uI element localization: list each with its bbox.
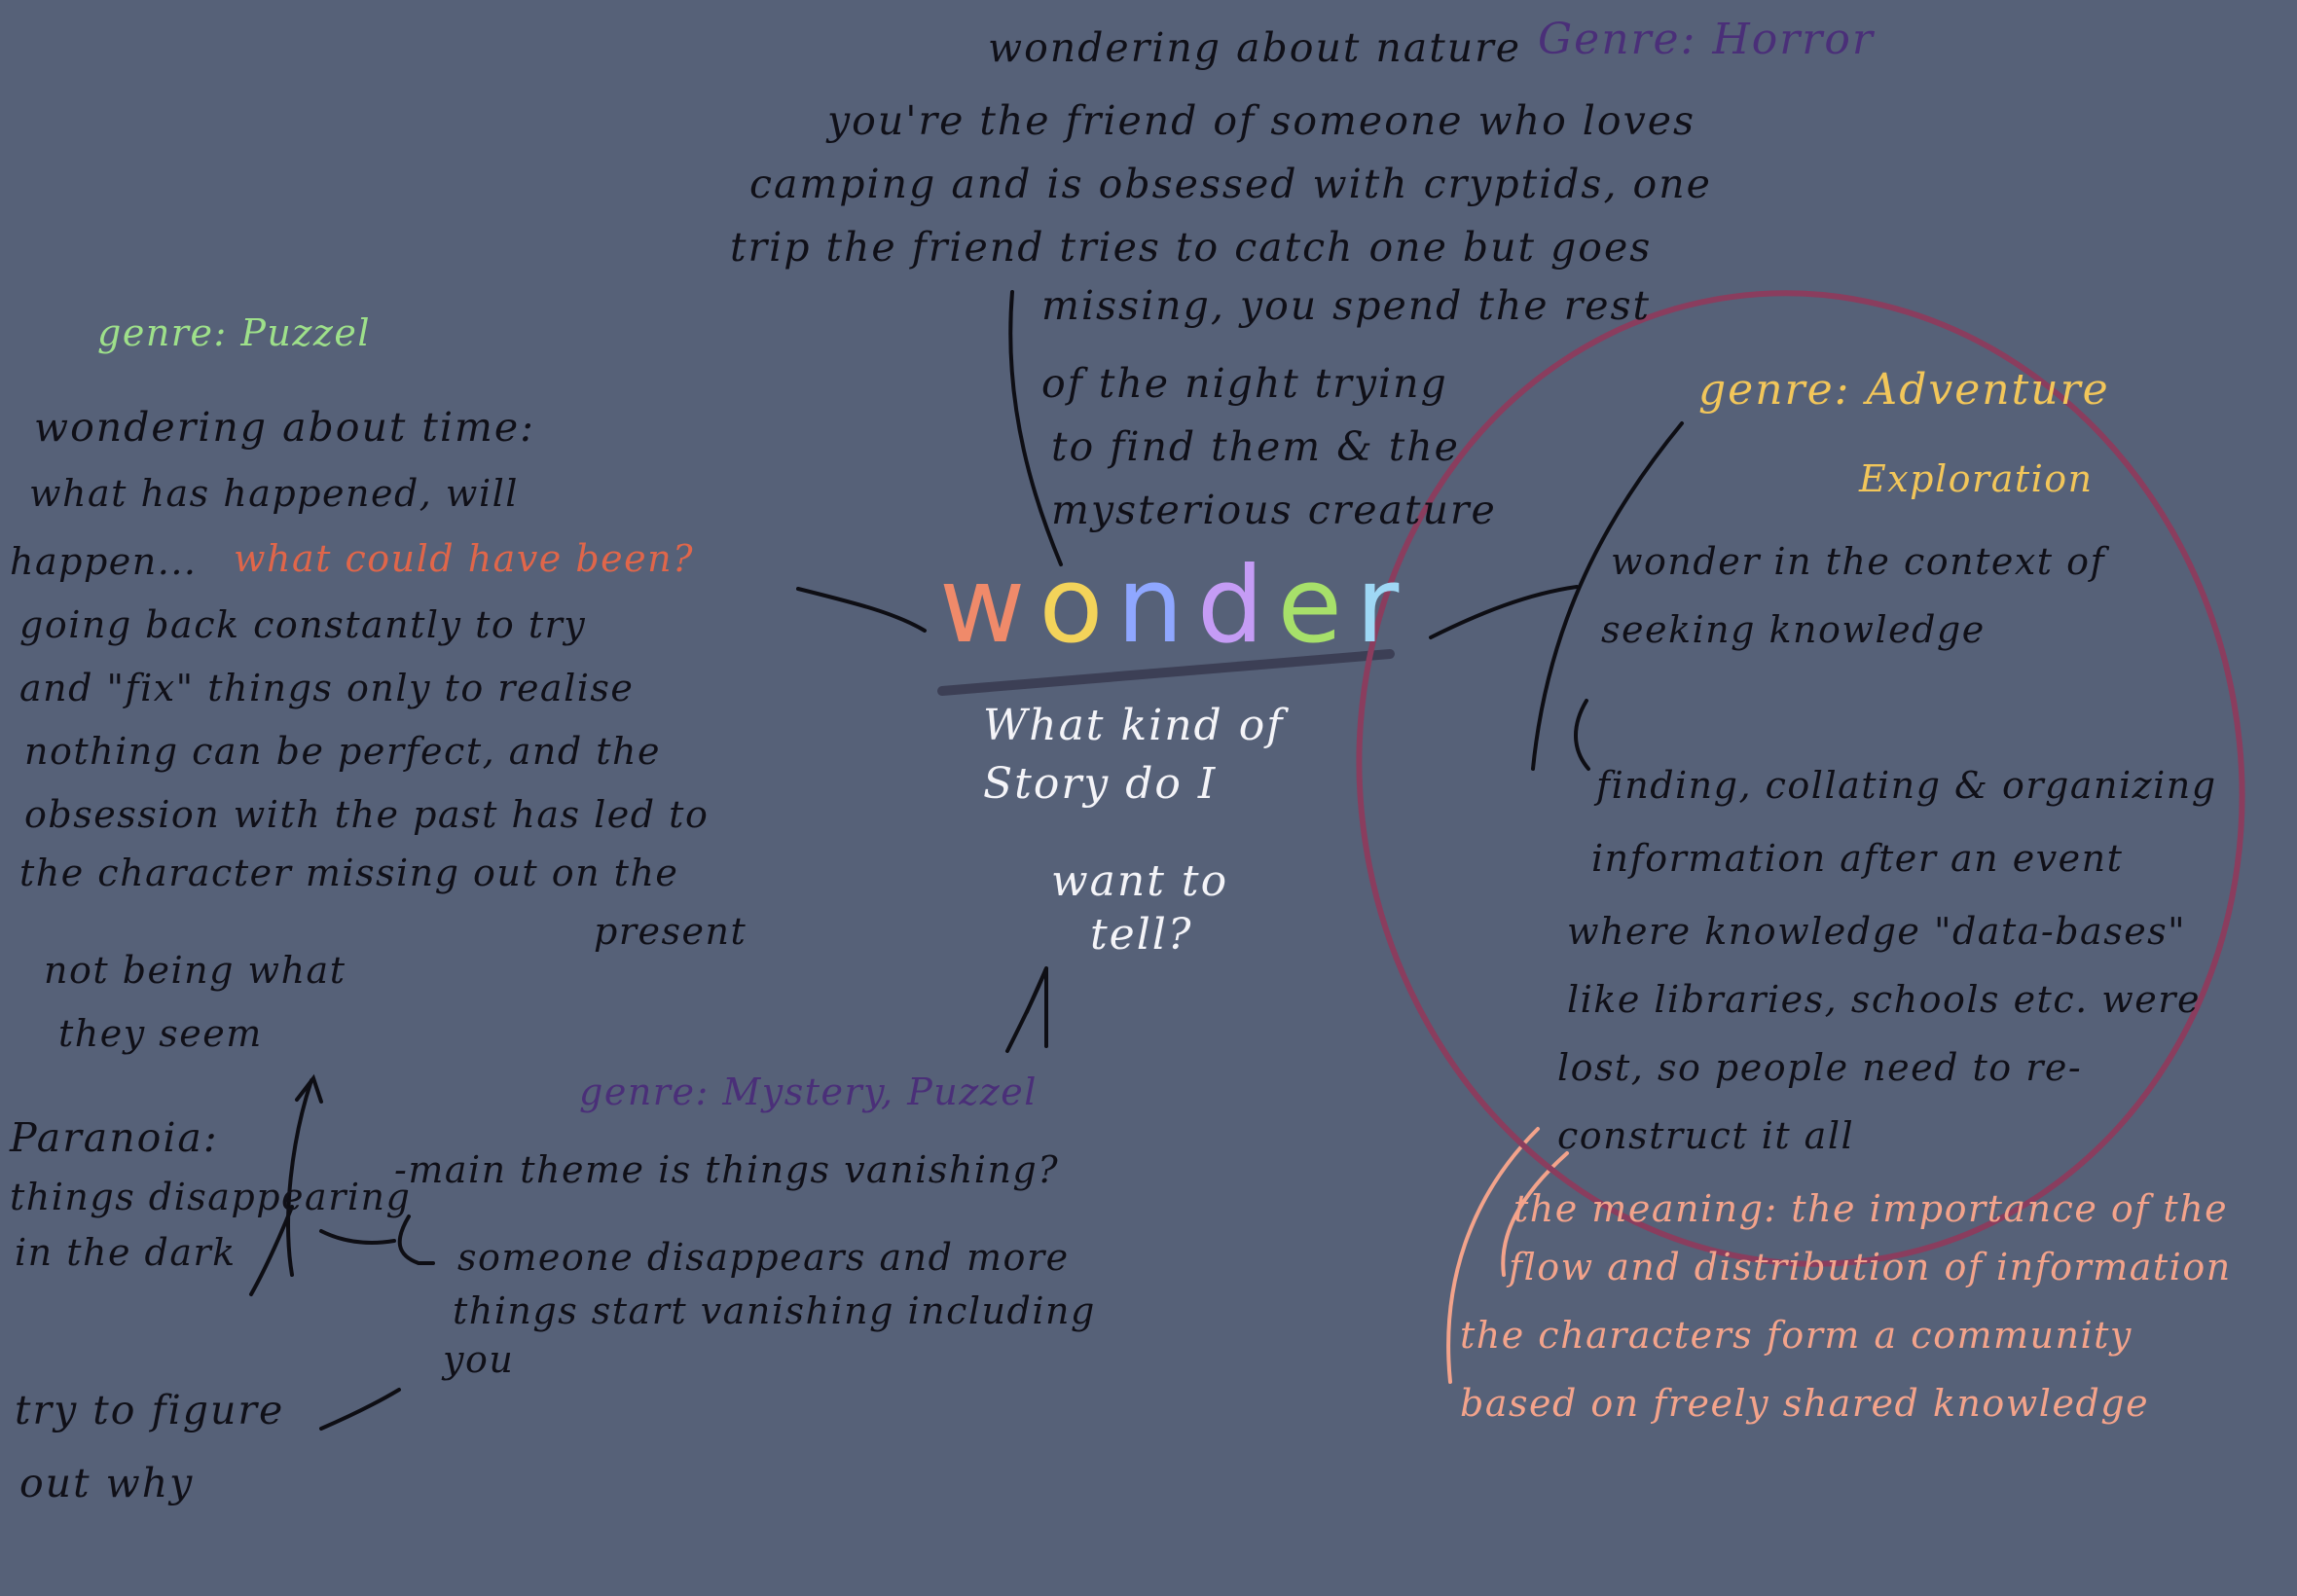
nature-line: you're the friend of someone who loves [827, 97, 1696, 144]
connector-paranoia-up [286, 1078, 313, 1277]
mystery-paranoia: Paranoia: [10, 1114, 219, 1161]
mystery-branch: genre: Mystery, Puzzel not being what th… [0, 934, 1168, 1577]
time-line: happen... [10, 540, 198, 583]
knowledge-meaning: flow and distribution of information [1509, 1246, 2232, 1288]
knowledge-detail: information after an event [1591, 837, 2124, 880]
connector-knowledge-branch [1531, 421, 1684, 771]
mystery-not-being: they seem [58, 1012, 263, 1055]
hub-letter: d [1196, 545, 1278, 667]
mystery-not-being: not being what [44, 949, 346, 992]
connector-paranoia-arrowhead [295, 1073, 323, 1104]
hub-underline [937, 649, 1395, 696]
nature-line: of the night trying [1041, 360, 1448, 407]
mystery-paranoia: things disappearing [10, 1176, 412, 1218]
nature-genre: Genre: Horror [1538, 15, 1875, 64]
nature-line: mysterious creature [1051, 487, 1497, 533]
nature-branch: wondering about nature Genre: Horror you… [720, 15, 1927, 569]
knowledge-detail: like libraries, schools etc. were [1567, 978, 2201, 1021]
connector-meaning-outer [1446, 1127, 1540, 1384]
time-line: going back constantly to try [19, 603, 587, 646]
hub-letter: o [1039, 545, 1117, 667]
nature-line: trip the friend tries to catch one but g… [730, 224, 1653, 271]
mystery-sub: you [443, 1338, 515, 1381]
knowledge-genre-2: Exploration [1859, 457, 2094, 500]
connector-knowledge [1429, 585, 1579, 639]
mystery-sub: someone disappears and more [457, 1236, 1070, 1279]
mystery-paranoia: in the dark [15, 1231, 237, 1274]
time-line: what has happened, will [29, 472, 519, 515]
hub-letter: n [1116, 545, 1197, 667]
hub-question-line: What kind of [983, 701, 1285, 750]
knowledge-meaning: based on freely shared knowledge [1460, 1382, 2150, 1425]
connector-figure [319, 1388, 401, 1431]
knowledge-branch: genre: Adventure Exploration wonder in t… [1450, 365, 2287, 1455]
time-line: nothing can be perfect, and the [24, 730, 662, 773]
nature-line: to find them & the [1051, 423, 1460, 470]
knowledge-detail: lost, so people need to re- [1557, 1046, 2083, 1089]
connector-sub-arrow [397, 1215, 435, 1265]
time-line: the character missing out on the [19, 852, 679, 894]
knowledge-meaning: the characters form a community [1460, 1314, 2133, 1357]
connector-paranoia-slash [249, 1205, 294, 1296]
nature-title: wondering about nature [988, 24, 1521, 71]
knowledge-line: wonder in the context of [1611, 540, 2106, 583]
hub-question-line: Story do I [983, 759, 1218, 809]
time-genre: genre: Puzzel [97, 311, 372, 354]
time-branch: genre: Puzzel wondering about time: what… [10, 311, 886, 973]
connector-paranoia-theme [319, 1229, 396, 1245]
hub-letter: r [1355, 545, 1413, 667]
connector-nature [1008, 290, 1063, 566]
hub-word: wonder [939, 545, 1412, 667]
knowledge-detail: construct it all [1557, 1114, 1855, 1157]
connector-time [796, 587, 927, 633]
mystery-figure: out why [19, 1460, 195, 1506]
mystery-genre: genre: Mystery, Puzzel [579, 1070, 1038, 1113]
knowledge-detail: where knowledge "data-bases" [1567, 910, 2187, 953]
hub-question-line: tell? [1090, 910, 1193, 960]
time-line: obsession with the past has led to [24, 793, 710, 836]
knowledge-meaning: the meaning: the importance of the [1513, 1187, 2229, 1230]
knowledge-genre: genre: Adventure [1698, 365, 2110, 415]
time-line: present [594, 910, 747, 953]
nature-line: missing, you spend the rest [1041, 282, 1651, 329]
mystery-theme: -main theme is things vanishing? [394, 1148, 1060, 1191]
hub-letter: e [1277, 545, 1356, 667]
mystery-figure: try to figure [15, 1387, 285, 1433]
connector-knowledge-bracket [1574, 699, 1590, 771]
time-line: and "fix" things only to realise [19, 667, 635, 709]
knowledge-line: seeking knowledge [1601, 608, 1986, 651]
knowledge-detail: finding, collating & organizing [1596, 764, 2217, 807]
time-highlight: what could have been? [234, 537, 695, 580]
connector-mystery-arrow [1025, 967, 1048, 1048]
time-line: wondering about time: [34, 404, 535, 451]
nature-line: camping and is obsessed with cryptids, o… [749, 161, 1712, 207]
knowledge-circle [1356, 290, 2245, 1267]
hub-letter: w [939, 545, 1039, 667]
mystery-sub: things start vanishing including [453, 1289, 1096, 1332]
hub-question-line: want to [1051, 856, 1229, 906]
